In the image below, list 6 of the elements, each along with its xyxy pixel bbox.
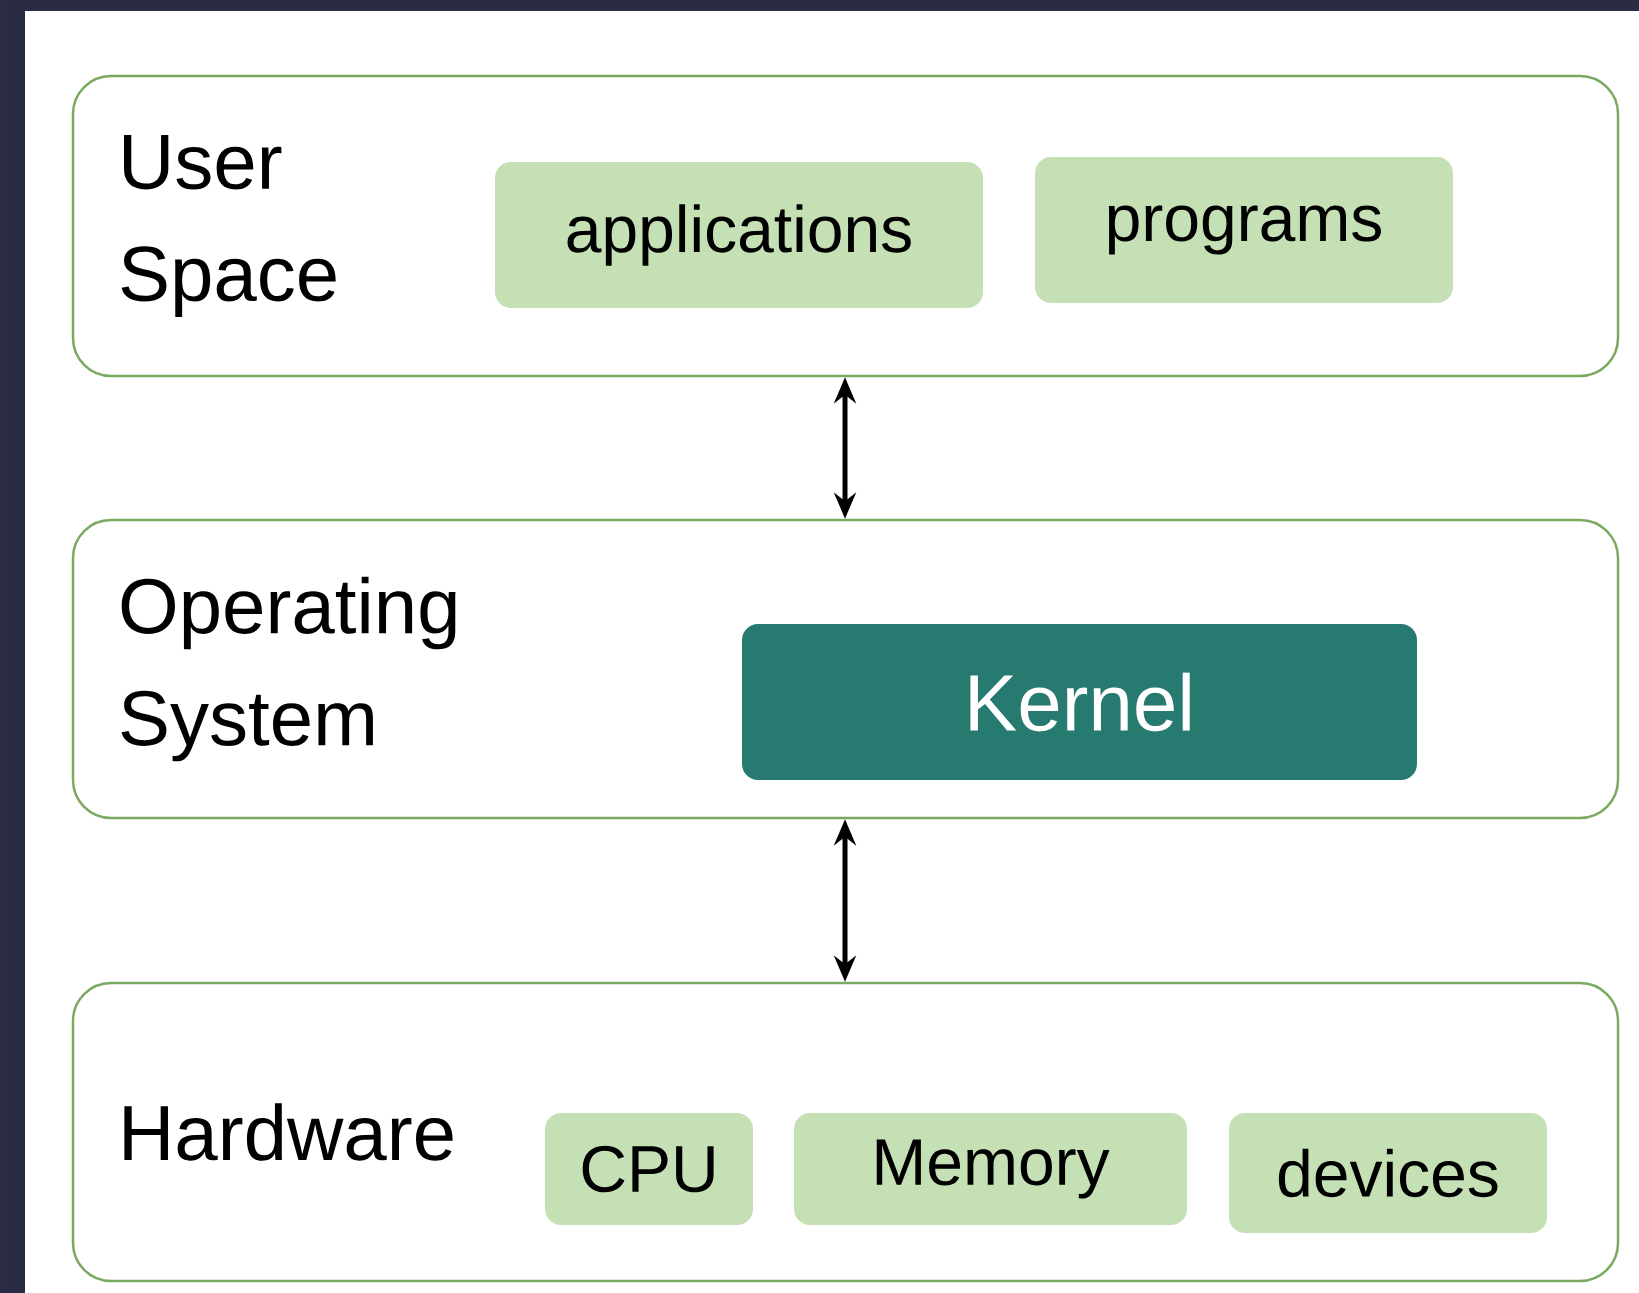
component-box: devices <box>1229 1113 1547 1233</box>
component-box: programs <box>1035 157 1453 303</box>
component-box: CPU <box>545 1113 753 1225</box>
component-box: applications <box>495 162 983 308</box>
component-box: Memory <box>794 1113 1187 1225</box>
kernel-box: Kernel <box>742 624 1417 780</box>
